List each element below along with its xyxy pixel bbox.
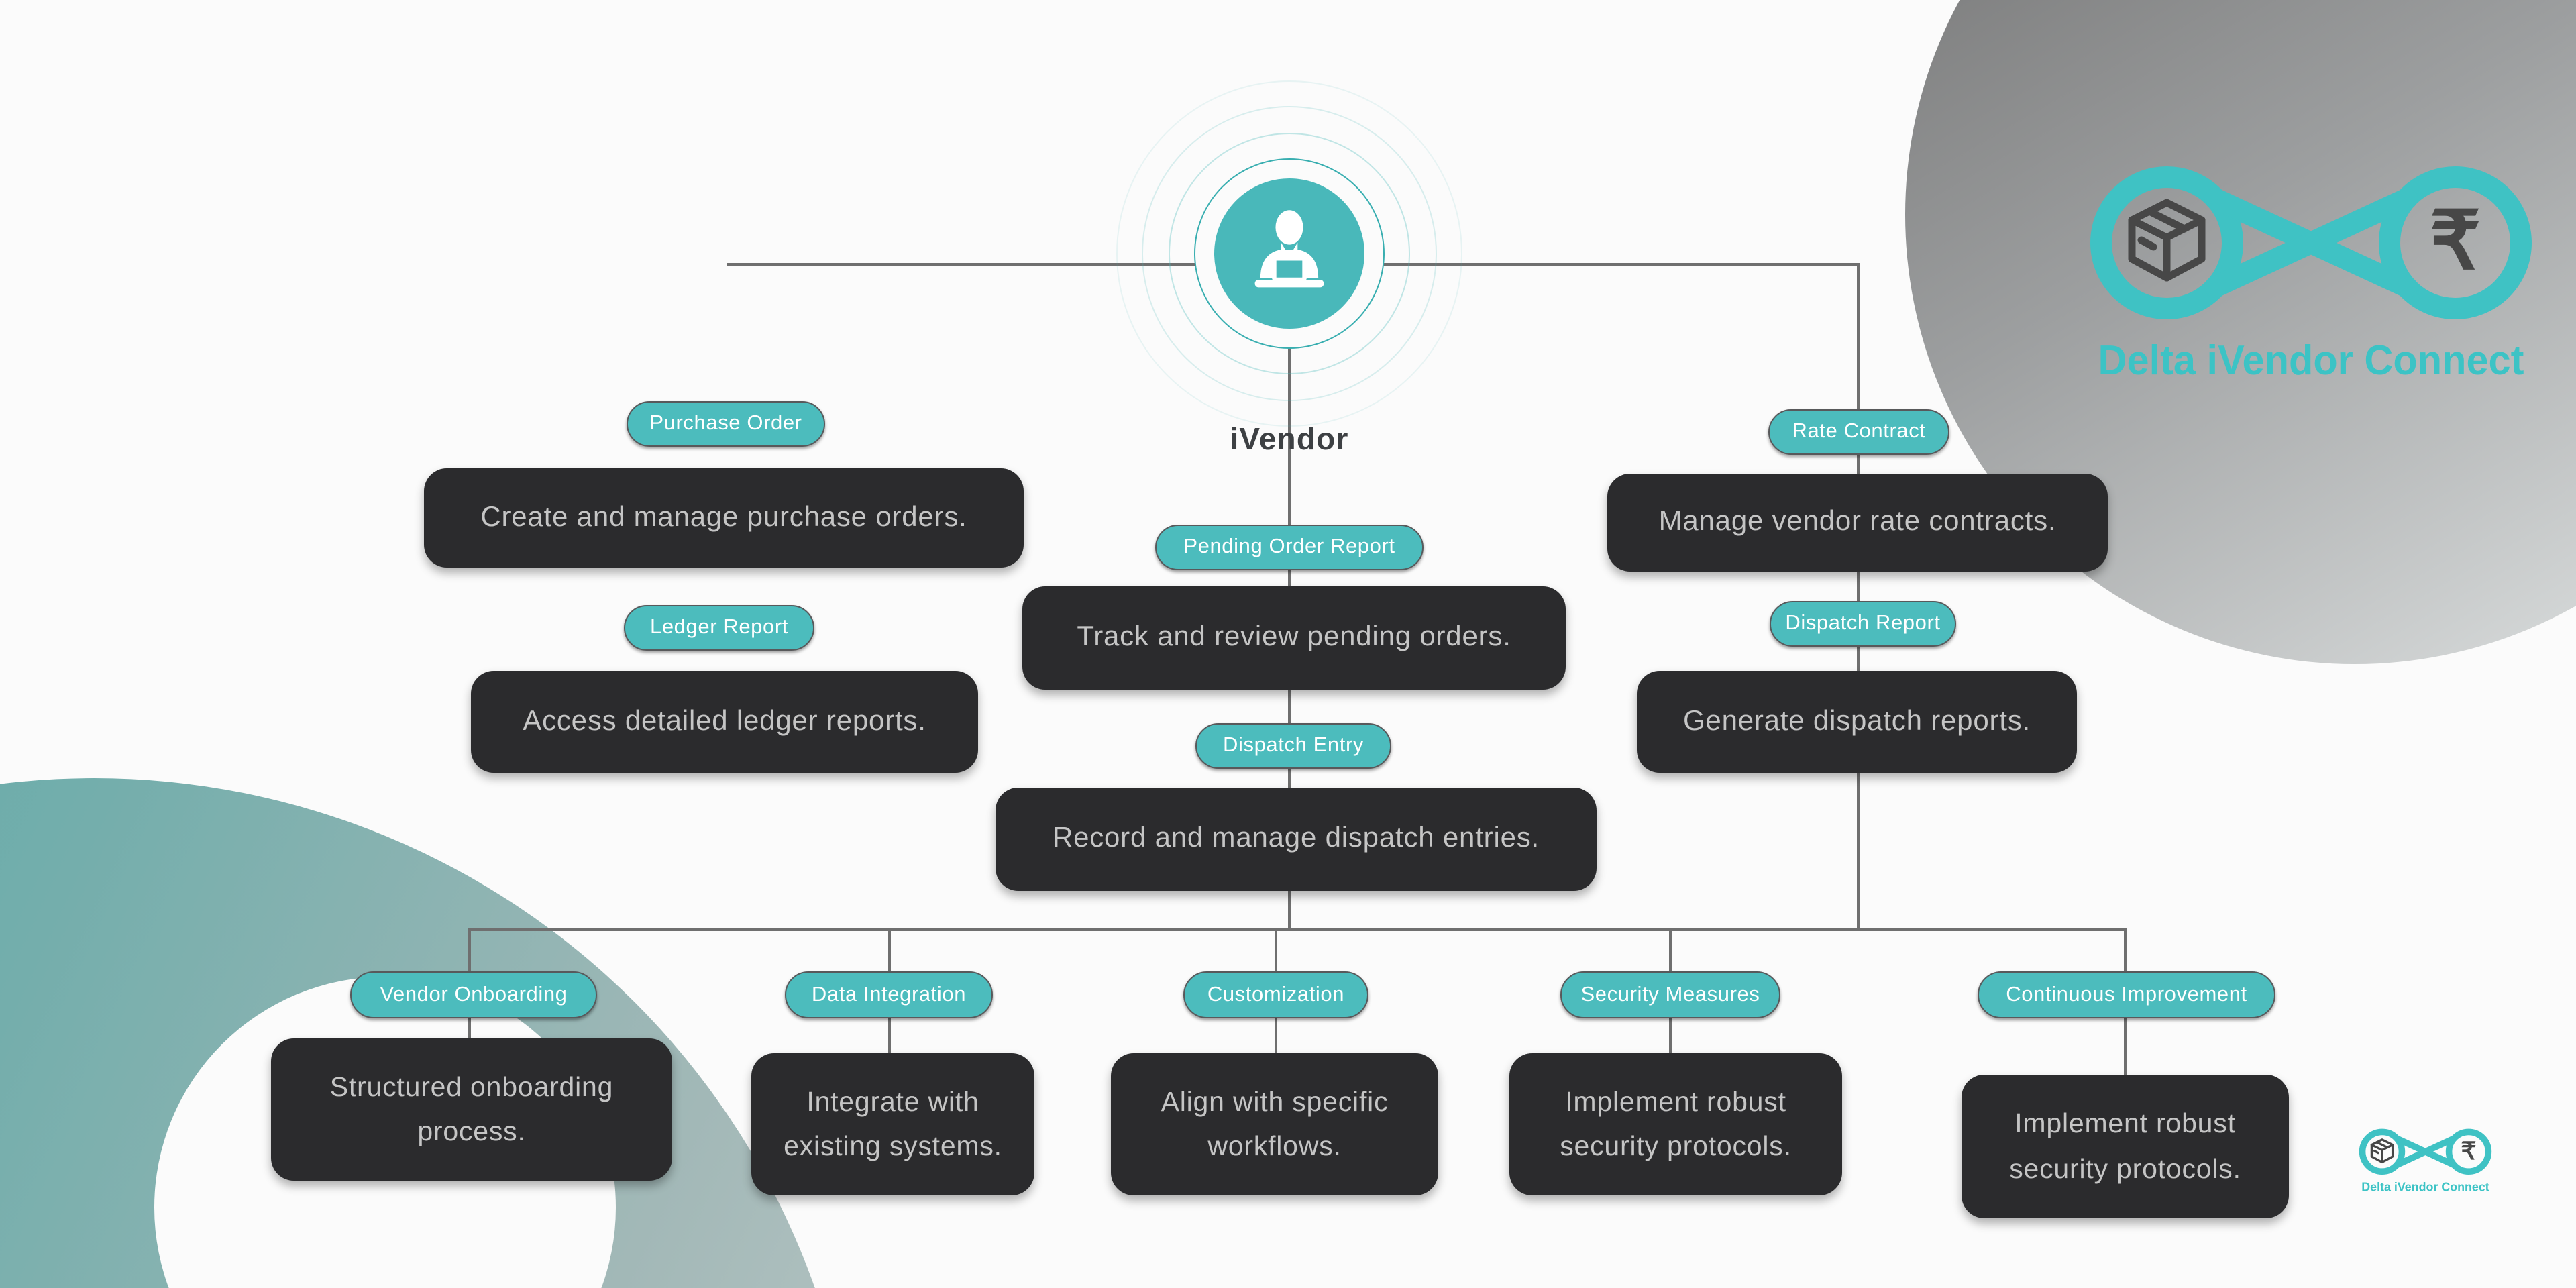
node-desc-security-measures: Implement robust security protocols. xyxy=(1509,1053,1842,1195)
node-tag-vendor-onboarding: Vendor Onboarding xyxy=(350,971,597,1018)
node-tag-purchase-order: Purchase Order xyxy=(627,401,825,447)
connector-stub-customization xyxy=(1275,1016,1277,1053)
node-desc-continuous-improvement: Implement robust security protocols. xyxy=(1962,1075,2289,1218)
hub-node xyxy=(1214,178,1364,329)
node-tag-ledger-report: Ledger Report xyxy=(624,605,814,651)
rupee-icon: ₹ xyxy=(2429,196,2481,286)
connector-drop-vendor-onboarding xyxy=(468,928,470,971)
person-at-desk-icon xyxy=(1254,210,1324,288)
connector-drop-data-integration xyxy=(888,928,890,971)
connector-stub-vendor-onboarding xyxy=(468,1016,470,1038)
brand-name: Delta iVendor Connect xyxy=(2361,1179,2489,1194)
connector-bottom-horizontal xyxy=(468,928,2124,930)
infinity-icon xyxy=(2359,1128,2492,1175)
node-desc-vendor-onboarding: Structured onboarding process. xyxy=(271,1038,672,1181)
connector-drop-continuous-improvement xyxy=(2124,928,2126,971)
connector-drop-customization xyxy=(1275,928,1277,971)
rupee-icon: ₹ xyxy=(2461,1137,2477,1165)
node-tag-rate-contract: Rate Contract xyxy=(1768,409,1949,455)
node-tag-dispatch-report: Dispatch Report xyxy=(1770,601,1956,647)
hub-outer-ring-3 xyxy=(1142,106,1437,401)
connector-right-horizontal xyxy=(1383,263,1858,265)
brand-logo-small: ₹ Delta iVendor Connect xyxy=(2332,1120,2519,1197)
connector-stub-security-measures xyxy=(1669,1016,1671,1053)
node-desc-dispatch-report: Generate dispatch reports. xyxy=(1637,671,2077,773)
brand-name: Delta iVendor Connect xyxy=(2098,337,2524,384)
node-desc-rate-contract: Manage vendor rate contracts. xyxy=(1607,474,2108,572)
node-tag-security-measures: Security Measures xyxy=(1560,971,1780,1018)
connector-drop-security-measures xyxy=(1669,928,1671,971)
node-tag-customization: Customization xyxy=(1183,971,1368,1018)
node-tag-dispatch-entry: Dispatch Entry xyxy=(1195,723,1391,769)
package-box-icon xyxy=(2370,1138,2394,1164)
hub-outer-ring-2 xyxy=(1169,133,1410,374)
node-tag-data-integration: Data Integration xyxy=(785,971,993,1018)
root-node-label: iVendor xyxy=(1230,421,1349,456)
infinity-icon xyxy=(2090,166,2532,319)
node-tag-continuous-improvement: Continuous Improvement xyxy=(1978,971,2275,1018)
node-desc-pending-order-report: Track and review pending orders. xyxy=(1022,586,1566,690)
brand-logo-large: ₹ Delta iVendor Connect xyxy=(1999,138,2576,393)
connector-right-vertical xyxy=(1857,263,1859,928)
hub-outer-ring-4 xyxy=(1116,80,1462,427)
connector-left-horizontal xyxy=(727,263,1195,265)
connector-stub-data-integration xyxy=(888,1016,890,1053)
connector-stub-continuous-improvement xyxy=(2124,1016,2126,1075)
node-tag-pending-order-report: Pending Order Report xyxy=(1155,525,1424,570)
package-box-icon xyxy=(2128,199,2206,282)
node-desc-dispatch-entry: Record and manage dispatch entries. xyxy=(996,788,1597,891)
node-desc-ledger-report: Access detailed ledger reports. xyxy=(471,671,978,773)
node-desc-data-integration: Integrate with existing systems. xyxy=(751,1053,1034,1195)
node-desc-customization: Align with specific workflows. xyxy=(1111,1053,1438,1195)
node-desc-purchase-order: Create and manage purchase orders. xyxy=(424,468,1024,568)
